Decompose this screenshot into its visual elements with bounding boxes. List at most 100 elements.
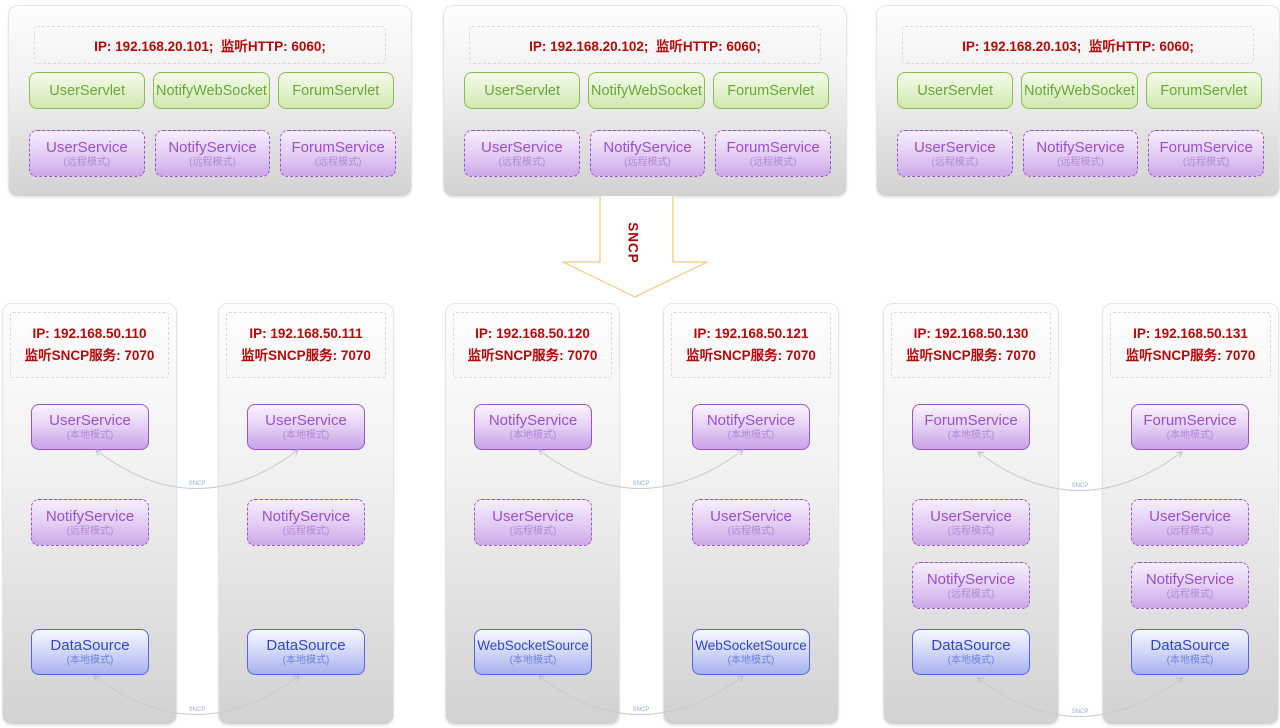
node-address: IP: 192.168.50.120 监听SNCP服务: 7070 — [453, 312, 612, 378]
sncp-node-130: IP: 192.168.50.130 监听SNCP服务: 7070 ForumS… — [883, 303, 1059, 725]
service-mode: (远程模式) — [1166, 588, 1214, 600]
node-listen: 监听SNCP服务: 7070 — [467, 348, 598, 363]
service-mode: (远程模式) — [727, 525, 775, 537]
datasource-box: DataSource (本地模式) — [247, 629, 365, 675]
sncp-link-label: SNCP — [188, 707, 206, 713]
service-mode: (远程模式) — [498, 156, 546, 168]
service-name: NotifyService — [1036, 138, 1125, 156]
service-name: DataSource — [931, 637, 1011, 654]
service-name: ForumService — [726, 138, 820, 156]
service-box: NotifyService (远程模式) — [589, 130, 706, 177]
http-server-101: IP: 192.168.20.101; 监听HTTP: 6060; UserSe… — [8, 5, 412, 197]
service-name: NotifyService — [926, 570, 1016, 588]
node-ip: IP: 192.168.50.111 — [249, 326, 363, 341]
service-box: ForumService (远程模式) — [1148, 130, 1265, 177]
datasource-box: DataSource (本地模式) — [1131, 629, 1249, 675]
service-mode: (远程模式) — [947, 525, 995, 537]
remote-service-row: UserService (远程模式) NotifyService (远程模式) … — [29, 130, 397, 177]
node-address: IP: 192.168.50.131 监听SNCP服务: 7070 — [1110, 312, 1271, 378]
service-name: WebSocketSource — [477, 638, 589, 653]
service-box: UserService (远程模式) — [1131, 499, 1249, 546]
service-mode: (远程模式) — [749, 156, 797, 168]
service-mode: (远程模式) — [282, 525, 330, 537]
server-address-label: IP: 192.168.20.102; 监听HTTP: 6060; — [469, 26, 821, 64]
service-mode: (本地模式) — [509, 655, 557, 666]
service-name: UserService — [265, 412, 347, 429]
service-box: NotifyService (远程模式) — [154, 130, 271, 177]
service-name: UserService — [710, 507, 792, 525]
service-name: DataSource — [50, 637, 130, 654]
http-server-103: IP: 192.168.20.103; 监听HTTP: 6060; UserSe… — [876, 5, 1280, 197]
service-mode: (本地模式) — [727, 655, 775, 666]
service-name: ForumService — [291, 138, 385, 156]
sncp-link-label: SNCP — [632, 481, 650, 487]
service-box: UserService (远程模式) — [464, 130, 580, 177]
servlet-row: UserServlet NotifyWebSocket ForumServlet — [464, 72, 829, 109]
service-mode: (远程模式) — [1182, 156, 1230, 168]
service-box: NotifyService (远程模式) — [247, 499, 365, 546]
service-mode: (远程模式) — [947, 588, 995, 600]
remote-service-row: UserService (远程模式) NotifyService (远程模式) … — [897, 130, 1265, 177]
service-mode: (远程模式) — [931, 156, 979, 168]
remote-service-row: UserService (远程模式) NotifyService (远程模式) … — [464, 130, 832, 177]
sncp-link-label: SNCP — [1071, 709, 1089, 715]
service-mode: (本地模式) — [947, 655, 995, 666]
service-mode: (远程模式) — [63, 156, 111, 168]
node-listen: 监听SNCP服务: 7070 — [906, 348, 1036, 363]
service-box: ForumService (本地模式) — [912, 404, 1030, 450]
service-box: UserService (远程模式) — [29, 130, 145, 177]
node-ip: IP: 192.168.50.131 — [1133, 326, 1248, 341]
service-name: NotifyService — [168, 138, 257, 156]
node-address: IP: 192.168.50.121 监听SNCP服务: 7070 — [671, 312, 831, 378]
service-box: UserService (远程模式) — [692, 499, 810, 546]
sncp-node-131: IP: 192.168.50.131 监听SNCP服务: 7070 ForumS… — [1102, 303, 1279, 725]
sncp-link-label: SNCP — [632, 707, 650, 713]
sncp-node-111: IP: 192.168.50.111 监听SNCP服务: 7070 UserSe… — [218, 303, 394, 725]
service-name: DataSource — [1150, 637, 1230, 654]
http-server-102: IP: 192.168.20.102; 监听HTTP: 6060; UserSe… — [443, 5, 847, 197]
node-listen: 监听SNCP服务: 7070 — [241, 348, 371, 363]
service-name: UserService — [913, 138, 996, 156]
service-name: NotifyService — [1145, 570, 1235, 588]
sncp-node-120: IP: 192.168.50.120 监听SNCP服务: 7070 Notify… — [445, 303, 620, 725]
node-address: IP: 192.168.50.111 监听SNCP服务: 7070 — [226, 312, 386, 378]
service-mode: (远程模式) — [314, 156, 362, 168]
service-box: UserService (本地模式) — [31, 404, 149, 450]
service-name: UserService — [930, 507, 1012, 525]
service-box: NotifyService (本地模式) — [692, 404, 810, 450]
node-listen: 监听SNCP服务: 7070 — [24, 348, 155, 363]
service-mode: (远程模式) — [1166, 525, 1214, 537]
sncp-node-121: IP: 192.168.50.121 监听SNCP服务: 7070 Notify… — [663, 303, 839, 725]
service-box: ForumService (远程模式) — [280, 130, 397, 177]
sncp-node-110: IP: 192.168.50.110 监听SNCP服务: 7070 UserSe… — [2, 303, 177, 725]
service-mode: (远程模式) — [509, 525, 557, 537]
service-box: NotifyService (远程模式) — [31, 499, 149, 546]
servlet-box: NotifyWebSocket — [588, 72, 705, 109]
servlet-box: ForumServlet — [277, 72, 394, 109]
service-name: WebSocketSource — [695, 638, 807, 653]
service-box: UserService (远程模式) — [897, 130, 1013, 177]
service-box: NotifyService (远程模式) — [1131, 562, 1249, 609]
servlet-box: UserServlet — [464, 72, 581, 109]
service-name: UserService — [480, 138, 563, 156]
datasource-box: DataSource (本地模式) — [31, 629, 149, 675]
service-mode: (本地模式) — [727, 430, 775, 441]
node-address: IP: 192.168.50.130 监听SNCP服务: 7070 — [891, 312, 1051, 378]
node-ip: IP: 192.168.50.120 — [475, 326, 590, 341]
servlet-box: NotifyWebSocket — [1021, 72, 1138, 109]
service-name: UserService — [49, 412, 131, 429]
service-mode: (本地模式) — [509, 430, 557, 441]
service-mode: (远程模式) — [624, 156, 671, 168]
service-name: UserService — [1149, 507, 1231, 525]
datasource-box: DataSource (本地模式) — [912, 629, 1030, 675]
service-box: UserService (远程模式) — [912, 499, 1030, 546]
service-mode: (本地模式) — [1166, 655, 1214, 666]
sncp-arrow-label: SNCP — [625, 222, 641, 264]
node-listen: 监听SNCP服务: 7070 — [1125, 348, 1256, 363]
service-name: DataSource — [266, 637, 346, 654]
service-name: ForumService — [924, 412, 1018, 429]
server-address-label: IP: 192.168.20.101; 监听HTTP: 6060; — [34, 26, 386, 64]
service-box: UserService (本地模式) — [247, 404, 365, 450]
sncp-link-label: SNCP — [188, 481, 206, 487]
